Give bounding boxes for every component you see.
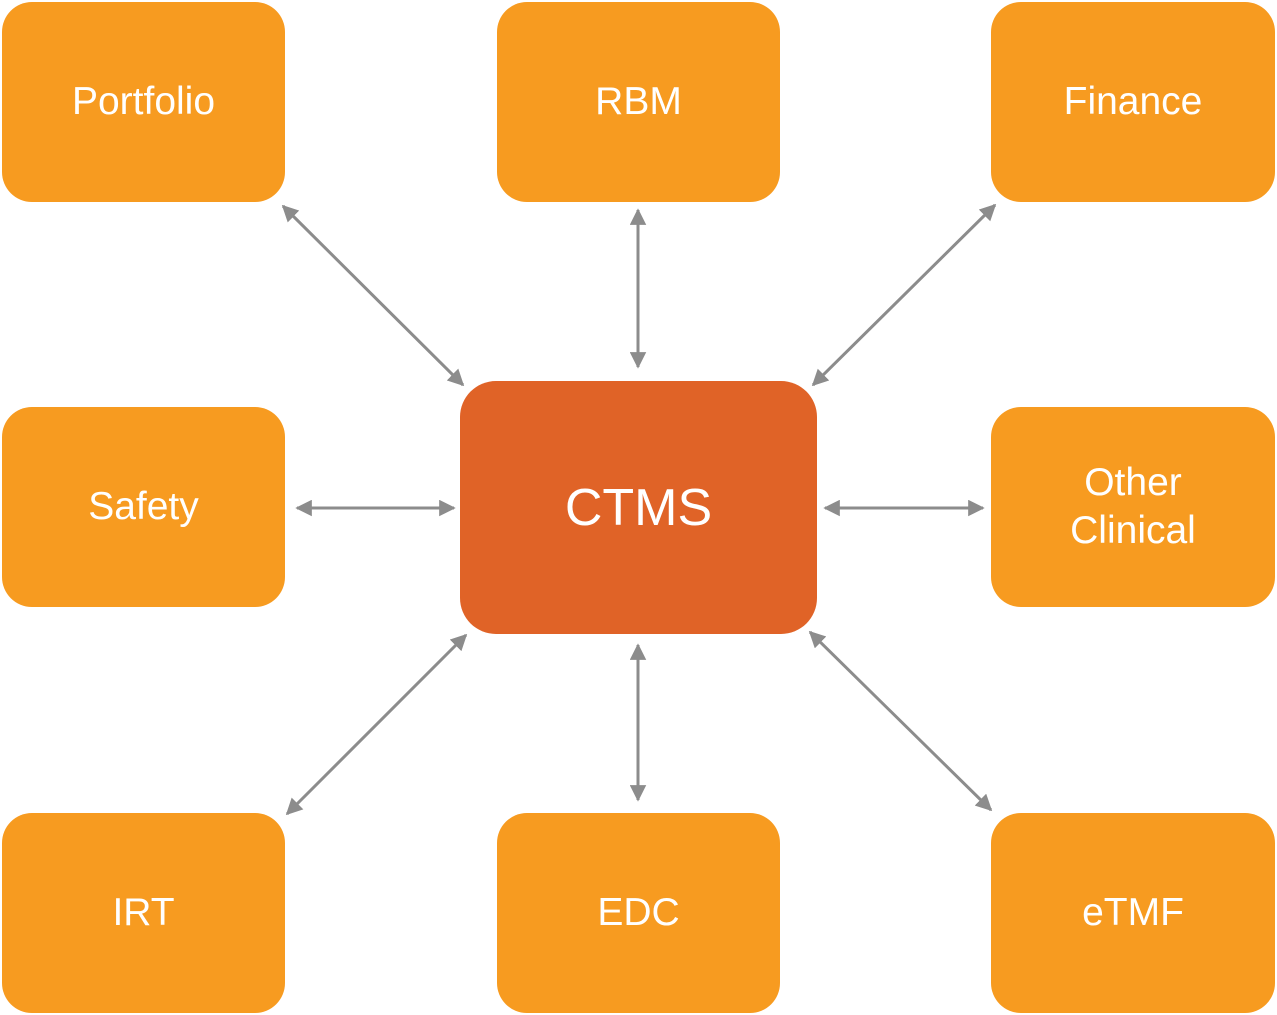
- node-label: RBM: [595, 80, 682, 123]
- node-label: Finance: [1063, 80, 1203, 123]
- node-edc: EDC: [497, 813, 780, 1013]
- connector-irt: [285, 633, 468, 816]
- node-safety: Safety: [2, 407, 285, 607]
- node-label: Safety: [88, 485, 199, 528]
- node-ctms: CTMS: [460, 381, 817, 634]
- node-other-clinical: Other Clinical: [991, 407, 1275, 607]
- node-label: Other Clinical: [1070, 461, 1196, 552]
- node-irt: IRT: [2, 813, 285, 1013]
- node-label: eTMF: [1082, 891, 1184, 934]
- connector-etmf: [808, 630, 993, 812]
- node-label: Portfolio: [71, 80, 216, 123]
- connector-finance: [811, 203, 997, 387]
- node-etmf: eTMF: [991, 813, 1275, 1013]
- node-label: IRT: [112, 891, 175, 934]
- node-finance: Finance: [991, 2, 1275, 202]
- node-rbm: RBM: [497, 2, 780, 202]
- connector-portfolio: [281, 204, 465, 387]
- hub-label: CTMS: [564, 478, 713, 537]
- node-label: EDC: [597, 891, 680, 934]
- node-portfolio: Portfolio: [2, 2, 285, 202]
